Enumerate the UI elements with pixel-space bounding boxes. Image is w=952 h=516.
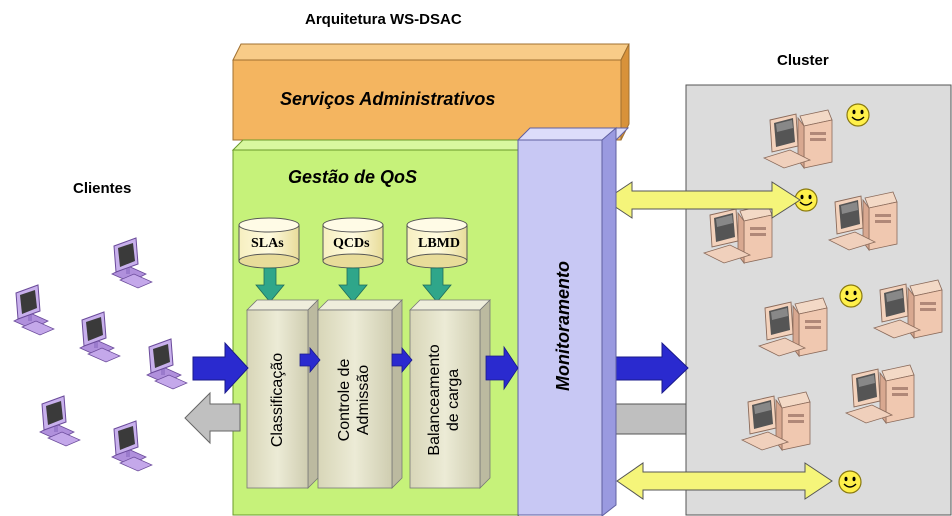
clients-label: Clientes <box>73 180 132 197</box>
client-pc-icon <box>111 420 153 472</box>
blue-arrow-from-clients <box>192 341 249 395</box>
gray-arrow-from-cluster <box>613 403 687 435</box>
module-controle-admissao-label: Controle de Admissão <box>336 358 372 442</box>
client-pc-icon <box>146 338 188 390</box>
monitoring-label: Monitoramento <box>553 261 573 391</box>
qos-label: Gestão de QoS <box>288 167 418 187</box>
smiley-icon <box>839 284 863 308</box>
module-classificacao-label: Classificação <box>269 352 286 448</box>
admin-services-box <box>232 43 630 141</box>
database-slas-label: SLAs <box>251 236 284 251</box>
smiley-icon <box>846 103 870 127</box>
database-qcds-label: QCDs <box>333 236 370 251</box>
yellow-double-arrow-top <box>604 181 801 219</box>
server-pc-icon <box>828 191 898 251</box>
database-qcds <box>322 217 384 269</box>
yellow-double-arrow-bottom <box>616 462 833 500</box>
server-pc-icon <box>873 279 943 339</box>
module-balanceamento-label: Balanceamento de carga <box>426 344 462 456</box>
client-pc-icon <box>39 395 81 447</box>
server-pc-icon <box>703 204 773 264</box>
server-pc-icon <box>845 364 915 424</box>
diagram-title: Arquitetura WS-DSAC <box>305 11 462 28</box>
monitoring-box <box>516 126 630 516</box>
server-pc-icon <box>758 297 828 357</box>
gray-arrow-to-clients <box>184 391 241 445</box>
blue-arrow-to-cluster <box>613 341 689 395</box>
admin-services-label: Serviços Administrativos <box>280 89 496 109</box>
smiley-icon <box>838 470 862 494</box>
green-arrow-qcds <box>338 267 368 303</box>
blue-arrow-small-2 <box>391 346 413 374</box>
green-arrow-lbmd <box>422 267 452 303</box>
blue-arrow-small-3 <box>485 345 519 391</box>
client-pc-icon <box>111 237 153 289</box>
blue-arrow-small-1 <box>299 346 321 374</box>
client-pc-icon <box>13 284 55 336</box>
database-lbmd-label: LBMD <box>418 236 460 251</box>
database-slas <box>238 217 300 269</box>
database-lbmd <box>406 217 468 269</box>
green-arrow-slas <box>255 267 285 303</box>
module-balanceamento <box>409 299 491 489</box>
module-controle-admissao <box>317 299 403 489</box>
module-classificacao <box>246 299 319 489</box>
server-pc-icon <box>741 391 811 451</box>
server-pc-icon <box>763 109 833 169</box>
cluster-label: Cluster <box>777 52 829 69</box>
client-pc-icon <box>79 311 121 363</box>
